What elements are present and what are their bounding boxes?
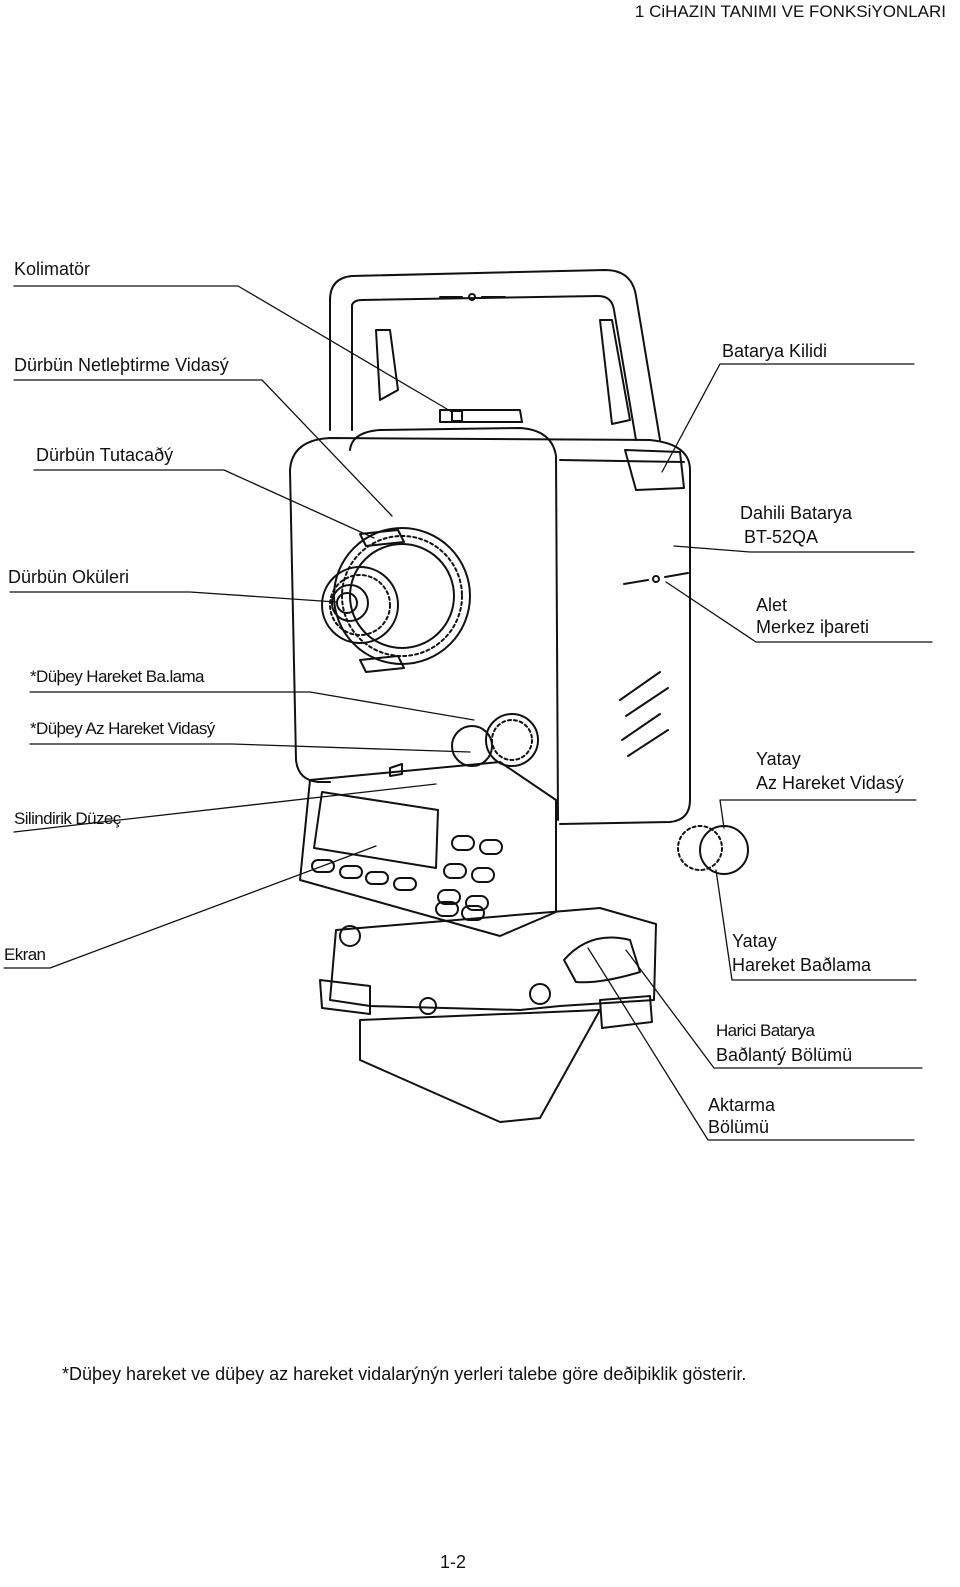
- telescope: [321, 527, 471, 673]
- label-horizontal-tangent-1: Yatay: [756, 749, 801, 769]
- label-center-mark-2: Merkez iþareti: [756, 617, 870, 637]
- label-internal-battery-1: Dahili Batarya: [740, 503, 853, 523]
- label-horizontal-tangent-2: Az Hareket Vidasý: [756, 773, 904, 793]
- label-kolimator: Kolimatör: [14, 259, 91, 279]
- control-panel: [299, 761, 557, 937]
- label-telescope-grip: Dürbün Tutacaðý: [36, 445, 174, 465]
- page-number: 1-2: [440, 1552, 467, 1572]
- label-center-mark-1: Alet: [756, 595, 788, 615]
- label-plate-level: Silindirik Düzeç: [14, 809, 121, 828]
- vertical-tangent-knob: [451, 713, 539, 767]
- label-horizontal-clamp-1: Yatay: [732, 931, 777, 951]
- label-vertical-tangent: *Düþey Az Hareket Vidasý: [30, 719, 215, 738]
- label-focusing-screw: Dürbün Netleþtirme Vidasý: [14, 355, 229, 375]
- instrument-body: [289, 427, 691, 825]
- footnote: *Düþey hareket ve düþey az hareket vidal…: [62, 1364, 747, 1384]
- section-header: 1 CiHAZIN TANIMI VE FONKSiYONLARI: [634, 2, 946, 21]
- label-vertical-clamp: *Düþey Hareket Ba.lama: [30, 667, 205, 686]
- carrying-handle: [329, 269, 661, 441]
- label-external-battery-1: Harici Batarya: [716, 1021, 815, 1040]
- label-internal-battery-2: BT-52QA: [744, 527, 819, 547]
- label-eyepiece: Dürbün Oküleri: [8, 567, 130, 587]
- tribrach: [319, 907, 657, 1123]
- label-horizontal-clamp-2: Hareket Baðlama: [732, 955, 872, 975]
- label-transfer-2: Bölümü: [708, 1117, 770, 1137]
- horizontal-tangent-knob: [677, 825, 749, 875]
- leader-lines: [3, 285, 933, 1141]
- label-display: Ekran: [4, 945, 46, 964]
- label-external-battery-2: Baðlantý Bölümü: [716, 1045, 853, 1065]
- label-transfer-1: Aktarma: [708, 1095, 776, 1115]
- label-battery-lock: Batarya Kilidi: [722, 341, 828, 361]
